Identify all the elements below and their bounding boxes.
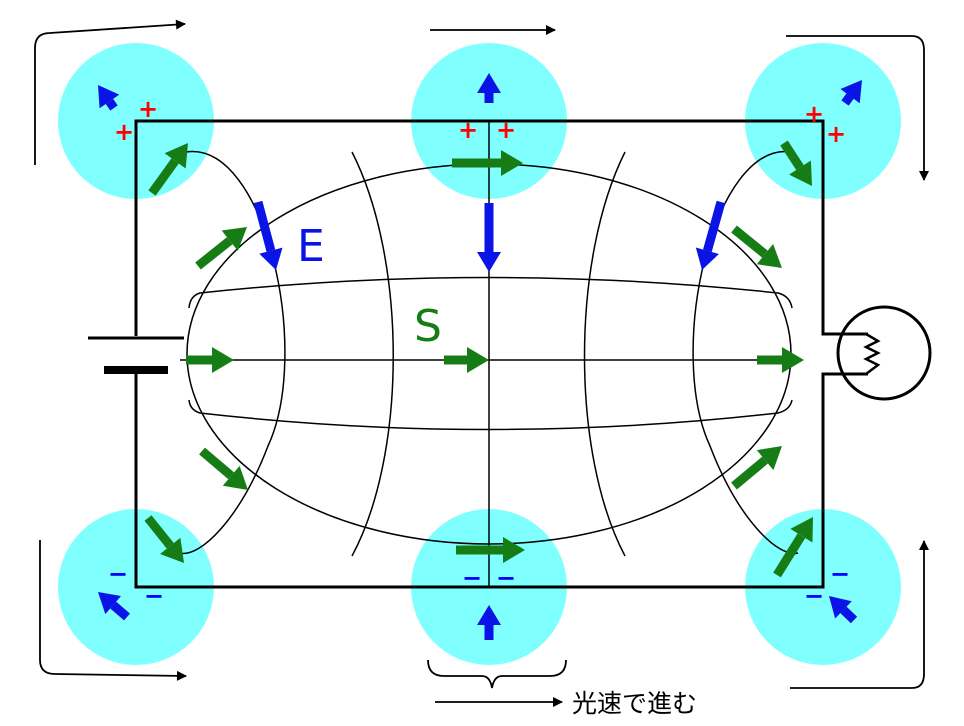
s-arrow-left-center-head [212,347,234,373]
current-arrow-top-right [786,35,929,181]
e-arrow-right-down-head [695,247,719,270]
e-field-line-left-outer [179,151,286,555]
s-arrow-upper-left [195,237,233,270]
s-arrow-lower-right [731,456,768,490]
s-arrow-bottom-left-corner [144,515,174,549]
s-arrow-lower-right-head [756,446,782,471]
negative-charges: − − − − − − [108,560,850,610]
s-arrow-top-right-corner [780,140,804,171]
s-arrow-lower-left [199,447,235,480]
light-bulb-icon [836,305,932,401]
e-arrow-bottom-right-inward-head [829,596,852,619]
s-arrow-bottom-right-corner [773,533,806,578]
s-arrow-bottom-right-corner-head [790,517,813,543]
s-arrow-upper-right [731,225,768,258]
s-arrow-upper-left-head [221,227,247,251]
s-arrow-bottom-left-corner-head [160,537,184,563]
minus-sign: − [108,560,128,588]
e-arrow-bottom-left-inward [110,601,130,621]
minus-sign: − [462,564,482,592]
e-arrow-top-left-outward-head [98,85,120,109]
plus-sign: + [138,95,158,123]
s-arrow-top-left-corner-head [164,143,188,169]
e-arrow-bottom-middle-inward-head [477,605,501,625]
s-arrow-lower-left-head [222,465,248,490]
e-arrow-top-right-outward-head [840,80,862,104]
current-arrow-top-left [34,19,186,165]
bracket [427,659,567,689]
minus-sign: − [830,560,850,588]
plus-sign: + [826,120,846,148]
s-arrows [144,140,813,578]
e-arrow-left-down [253,200,276,252]
current-arrow-bottom-left [39,540,187,681]
current-arrow-bottom-right [790,540,929,689]
propagation-caption: 光速で進む [572,689,697,718]
plus-sign: + [804,100,824,128]
wire-bottom [134,372,836,589]
e-field-line-right-inner [583,151,626,557]
s-arrow-upper-right-head [756,244,782,268]
e-arrow-bottom-left-inward-head [98,592,121,615]
e-field-label: E [297,221,325,272]
e-arrow-top-middle-outward-head [477,73,501,93]
plus-sign: + [458,116,478,144]
battery-icon [88,336,184,374]
poynting-label: S [414,301,442,352]
e-arrow-top-right-outward [841,93,854,106]
e-field-line-left-inner [351,151,394,557]
s-arrow-top-right-corner-head [789,160,812,186]
minus-sign: − [804,582,824,610]
e-arrow-top-left-outward [105,98,118,111]
e-arrow-bottom-right-inward [840,606,858,624]
minus-sign: − [496,564,516,592]
e-arrow-right-down [703,200,726,252]
plus-sign: + [496,116,516,144]
e-arrow-left-down-head [259,247,283,270]
positive-charges: + + + + + + [114,95,846,148]
wire-top [134,119,836,336]
s-arrow-bottom-middle-head [503,537,525,563]
s-arrow-right-center-head [782,347,804,373]
s-arrow-top-middle-head [501,150,523,176]
minus-sign: − [144,582,164,610]
circuit-wires [134,119,836,589]
s-arrow-top-left-corner [148,158,179,196]
e-field-line-right-outer [692,151,799,555]
current-arrows [34,19,929,707]
e-arrow-middle-down-head [477,252,501,272]
e-arrows [98,73,862,640]
plus-sign: + [114,118,134,146]
s-arrow-middle-center-head [467,347,489,373]
